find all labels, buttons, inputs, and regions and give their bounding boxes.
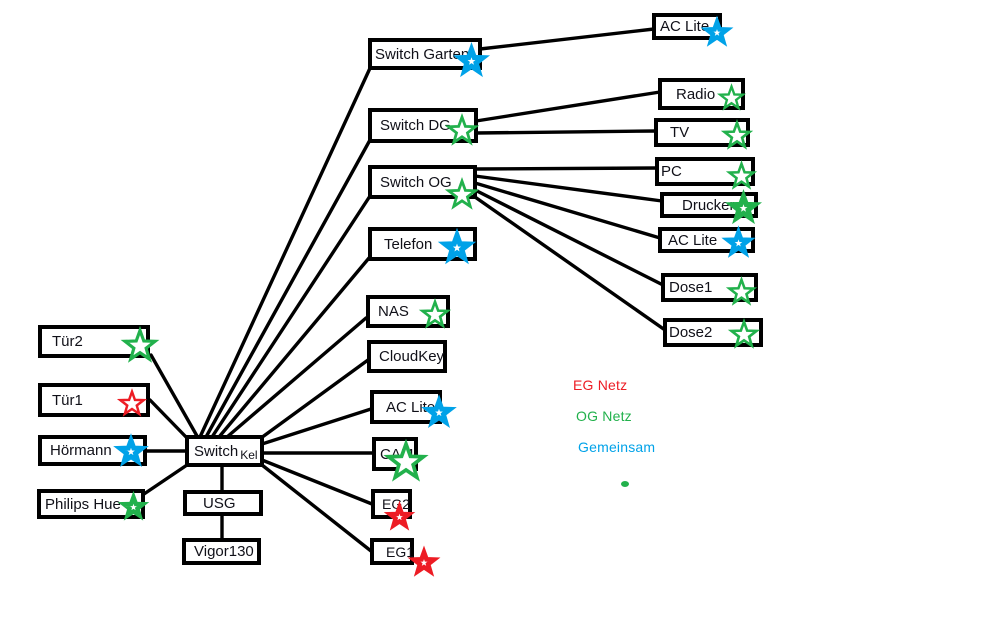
node-cam: CAM [372,437,426,480]
node-tur2: Tür2 [38,325,157,361]
connection-line [474,90,662,123]
node-label: Dose1 [669,279,713,296]
star-icon [730,320,758,347]
connection-line [260,463,373,553]
node-label: USG [203,494,236,512]
node-label-suffix: Kel [240,448,258,462]
node-label: Switch OG [380,173,452,191]
node-label: CloudKey [379,348,445,365]
star-icon [719,85,744,110]
node-label: AC Lite [386,398,436,416]
connection-line [260,458,374,506]
connection-line [142,463,189,496]
star-icon [123,328,157,361]
node-switch-keller: Switch Kel [185,435,264,467]
node-label: Vigor130 [194,543,254,560]
star-icon [447,179,477,208]
node-label: PC [661,163,682,180]
node-label: Telefon [384,235,433,253]
node-label: NAS [378,303,409,320]
node-dose1: Dose1 [661,273,758,304]
node-label: TV [670,124,690,141]
star-icon [118,438,144,464]
node-label: EG2 [382,496,411,512]
star-icon [412,550,436,574]
legend-green-dot [621,481,629,487]
connection-line [217,256,371,439]
node-label: EG1 [386,543,415,560]
connection-line [225,316,368,439]
node-eg1: EG1 [370,538,414,565]
star-icon [421,300,449,327]
star-icon [447,115,477,144]
connection-line [259,358,370,440]
connection-line [260,407,373,446]
star-icon [730,194,757,221]
star-icon [458,47,485,74]
star-icon [122,495,145,518]
star-icon [705,20,729,44]
star-icon [723,121,751,148]
connection-line [210,194,372,439]
legend-og-netz: OG Netz [576,408,632,424]
node-switch-og: Switch OG [368,165,477,208]
legend-eg-netz: EG Netz [573,377,628,393]
connection-line [473,181,662,240]
star-icon [726,230,751,255]
node-dose2: Dose2 [663,318,763,347]
node-vigor130: Vigor130 [182,538,261,565]
connection-line [204,138,372,439]
node-ac-lite-top: AC Lite [652,13,722,40]
connection-line [474,129,658,135]
node-label: Dose2 [669,324,713,341]
node-tv: TV [654,118,751,148]
node-label: Hörmann [50,442,112,459]
node-ac-lite-right: AC Lite [658,227,755,253]
star-icon [728,162,755,188]
node-drucker: Drucker [660,192,758,218]
connection-line [198,64,373,439]
star-icon [388,505,411,528]
node-pc: PC [655,157,755,188]
node-label: AC Lite [668,231,718,249]
node-eg2: EG2 [371,489,412,519]
node-label: Switch [194,442,239,460]
legend-gemeinsam: Gemeinsam [578,439,656,455]
node-label: AC Lite [660,18,710,35]
connection-line [473,188,665,287]
node-label: Radio [676,85,716,103]
star-icon [728,278,755,304]
connection-line [473,166,659,171]
node-label: Tür1 [52,391,83,409]
node-philips-hue: Philips Hue [37,489,145,519]
node-usg: USG [183,490,263,516]
connection-line [148,398,189,440]
node-switch-dg: Switch DG [368,108,478,144]
connection-line [473,174,664,203]
star-icon [119,390,145,416]
node-label: Tür2 [52,333,83,350]
star-icon [443,233,471,261]
node-cloudkey: CloudKey [367,340,447,373]
star-icon [386,442,426,480]
star-icon [426,399,452,425]
node-switch-garten: Switch Garten [368,38,482,70]
node-hoermann: Hörmann [38,435,147,466]
node-label: Drucker [682,196,735,214]
connection-line [473,195,667,332]
connection-line [478,27,656,51]
node-radio: Radio [658,78,745,110]
node-telefon: Telefon [368,227,477,261]
connection-line [149,353,199,438]
node-label: Switch DG [380,117,451,134]
node-label: Philips Hue [45,495,121,513]
node-tur1: Tür1 [38,383,150,417]
node-ac-lite-mid: AC Lite [370,390,442,424]
node-label: Switch Garten [375,45,470,63]
node-nas: NAS [366,295,450,328]
